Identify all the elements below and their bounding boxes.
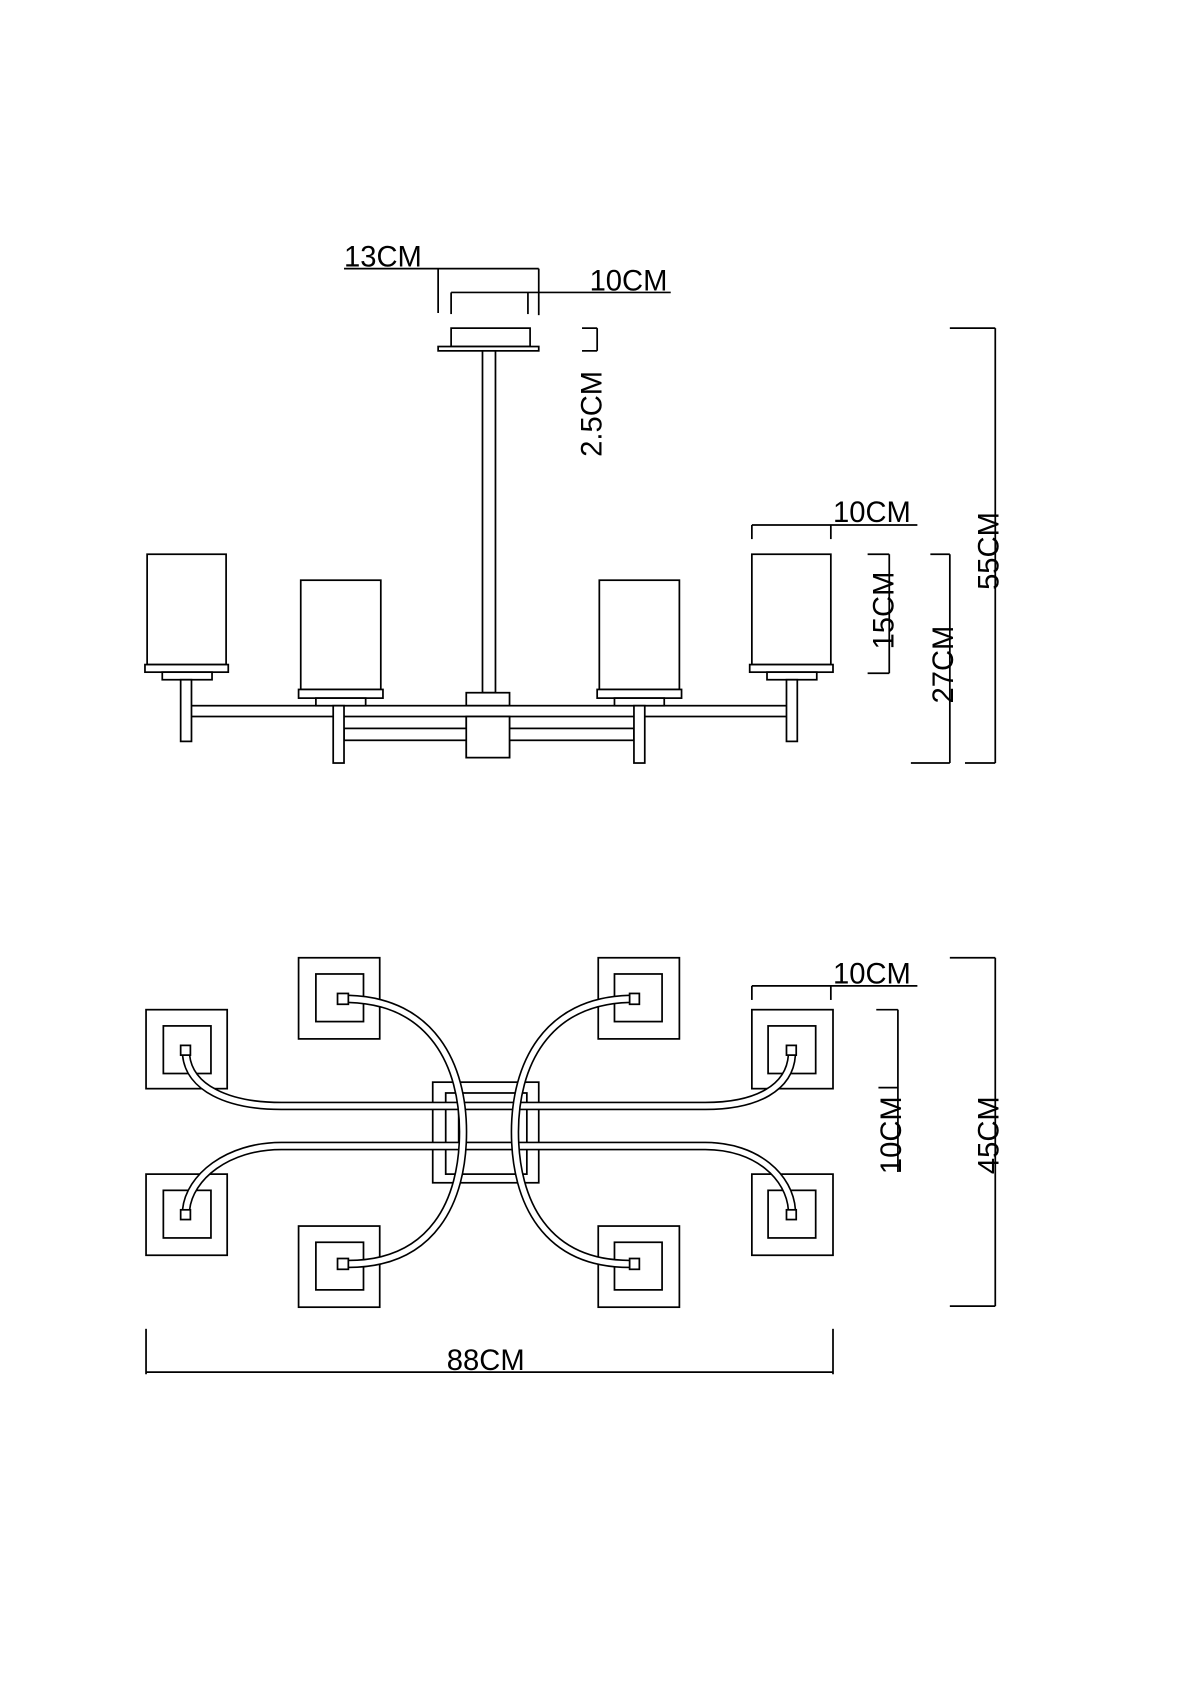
drawing-line [336, 992, 350, 1006]
drawing-line [161, 671, 213, 681]
dim-label: 13CM [344, 241, 422, 273]
drawing-line [183, 1143, 795, 1211]
dim-label: 10CM [876, 1096, 908, 1174]
drawing-line [465, 715, 511, 759]
drawing-line [315, 697, 367, 707]
shade [146, 553, 227, 666]
stem [633, 704, 646, 764]
dim-canopy-inner: 10CM [450, 265, 671, 315]
drawing-line [297, 688, 384, 699]
dim-label: 27CM [928, 626, 960, 704]
drawing-line [748, 663, 834, 674]
drawing-line [512, 996, 630, 1267]
drawing-line [785, 1044, 798, 1056]
lamp-1 [144, 553, 230, 743]
dim-canopy-outer: 13CM [344, 241, 540, 316]
drawing-line [348, 996, 466, 1267]
lamp-3 [596, 579, 683, 764]
dim-canopy-height: 2.5CM [576, 327, 608, 457]
stem [332, 704, 345, 764]
drawing-line [628, 1257, 641, 1271]
dim-label: 2.5CM [576, 371, 608, 457]
lamp-4 [748, 553, 834, 743]
side-view: 13CM 10CM 2.5CM 10CM 15CM [144, 241, 1006, 764]
dim-label: 10CM [590, 265, 668, 297]
center-hub [431, 1081, 540, 1184]
drawing-line [336, 1257, 350, 1271]
drawing-line [179, 1208, 192, 1221]
drawing-line [183, 1054, 795, 1109]
shade [598, 579, 681, 691]
drawing-line [785, 1208, 798, 1221]
dim-label: 88CM [447, 1345, 525, 1377]
dim-shade-diameter: 10CM [750, 497, 918, 540]
shade [299, 579, 382, 691]
dim-label: 45CM [974, 1096, 1006, 1174]
dim-label: 15CM [869, 572, 901, 650]
center-rod [481, 349, 497, 694]
dim-label: 10CM [833, 959, 911, 991]
stem [785, 678, 799, 743]
lamp-2 [297, 579, 384, 764]
dim-overall-width: 88CM [145, 1328, 834, 1377]
dim-overall-height: 55CM [949, 327, 1006, 764]
drawing-line [596, 688, 683, 699]
stem [179, 678, 193, 743]
dim-bar-spacing: 10CM [876, 1008, 908, 1174]
dim-top-shade-width: 10CM [750, 959, 918, 1000]
upper-arm-bar [189, 704, 789, 718]
dim-shade-height: 15CM [867, 553, 901, 675]
drawing-line [144, 663, 230, 674]
arms [179, 992, 798, 1271]
drawing-line [613, 697, 666, 707]
top-view: 10CM 10CM 45CM 88CM [145, 956, 1006, 1377]
canopy-box [450, 327, 531, 348]
dim-label: 55CM [974, 512, 1006, 590]
dim-overall-depth: 45CM [949, 956, 1006, 1307]
drawing-line [628, 992, 641, 1006]
drawing-line [179, 1044, 192, 1056]
dim-body-height: 27CM [910, 553, 960, 764]
drawing-line [766, 671, 818, 681]
dim-label: 10CM [833, 497, 911, 529]
shade [750, 553, 832, 666]
